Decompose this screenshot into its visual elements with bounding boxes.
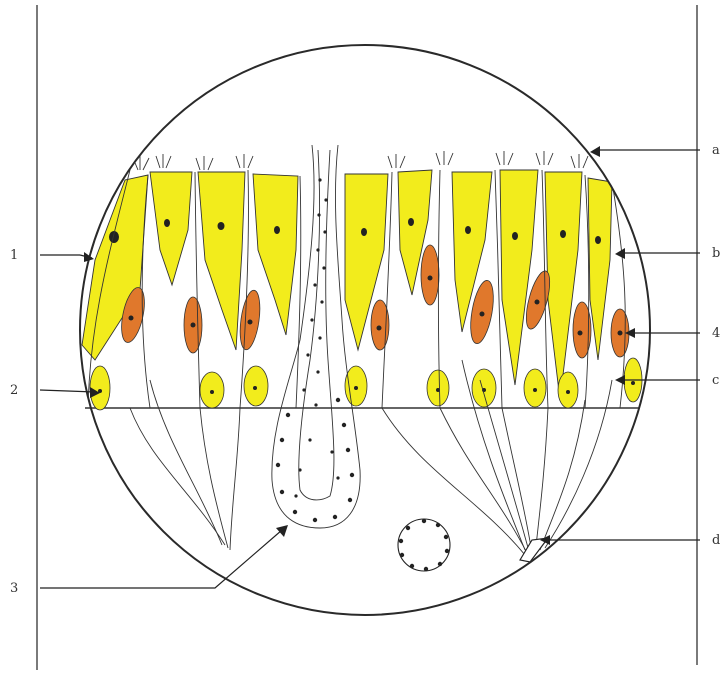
label-c: c (712, 373, 719, 388)
support-cell (545, 172, 582, 400)
label-4: 4 (712, 326, 720, 341)
label-b: b (712, 246, 720, 261)
axon-bundle-left (130, 380, 240, 550)
olfactory-cell (421, 245, 439, 305)
label-3: 3 (10, 581, 18, 596)
basal-cell (90, 366, 110, 410)
label-d: d (712, 533, 720, 548)
basal-cell (244, 366, 268, 406)
label-1: 1 (10, 248, 18, 263)
acinus-dots (399, 519, 449, 571)
support-cell (588, 178, 612, 360)
support-cell (500, 170, 538, 385)
label-a: a (712, 143, 720, 158)
support-cell (198, 172, 245, 350)
support-cell (150, 172, 192, 285)
cilia (133, 151, 588, 170)
label-2: 2 (10, 383, 18, 398)
supporting-cells (82, 170, 612, 400)
gland-acinus (398, 519, 450, 571)
